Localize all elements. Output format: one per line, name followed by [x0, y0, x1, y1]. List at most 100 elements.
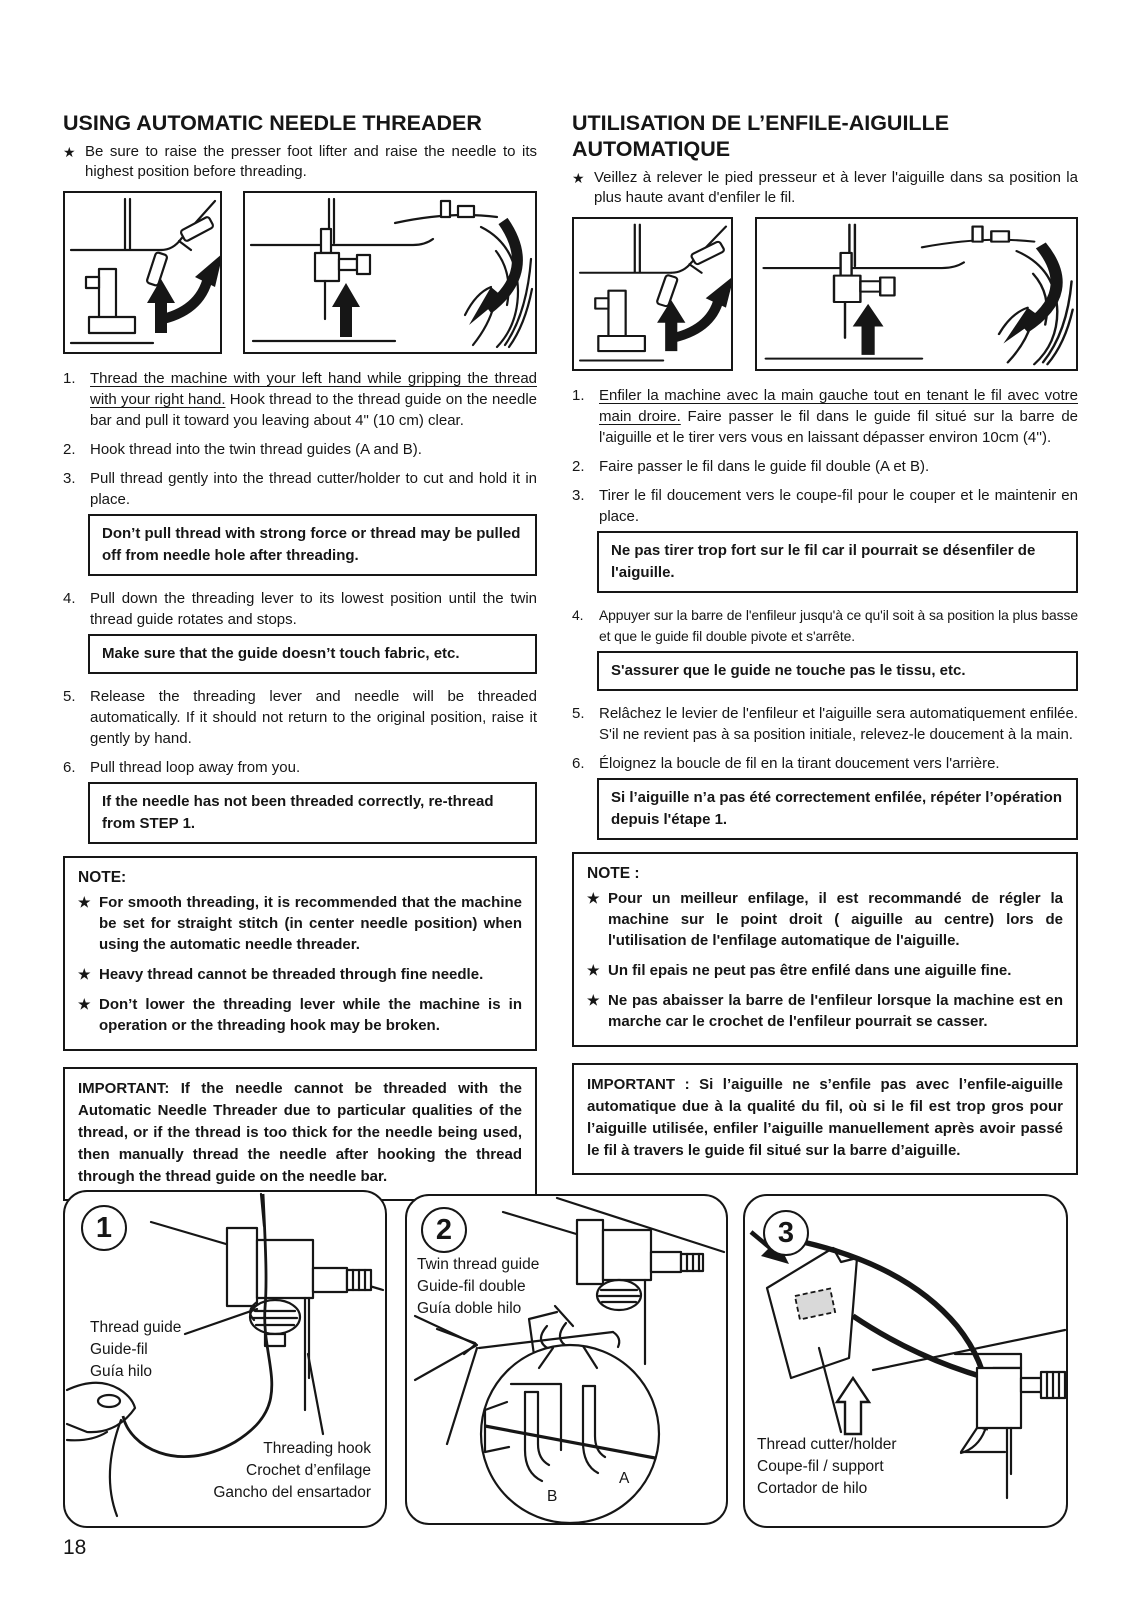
- warning-box-en-3: If the needle has not been threaded corr…: [88, 782, 537, 844]
- label-thread-guide-en: Thread guide: [90, 1319, 182, 1336]
- warning-box-fr-3: Si l’aiguille n’a pas été correctement e…: [597, 778, 1078, 840]
- warning-box-en-1: Don’t pull thread with strong force or t…: [88, 514, 537, 576]
- label-threading-hook-fr: Crochet d’enfilage: [246, 1462, 371, 1479]
- note-heading-en: NOTE:: [78, 869, 127, 886]
- label-twin-thread-guide-fr: Guide-fil double: [417, 1278, 526, 1295]
- label-twin-thread-guide-es: Guía doble hilo: [417, 1300, 522, 1317]
- figure-3-cutter-labels: Thread cutter/holder Coupe-fil / support…: [757, 1434, 897, 1500]
- figure-2-guide-labels: Twin thread guide Guide-fil double Guía …: [417, 1254, 539, 1320]
- step-fr-4: 4. Appuyer sur la barre de l'enfileur ju…: [572, 605, 1078, 647]
- section-title-fr: UTILISATION DE L’ENFILE-AIGUILLE AUTOMAT…: [572, 111, 950, 161]
- note-box-en: NOTE: ★ For smooth threading, it is reco…: [63, 856, 537, 1051]
- step-en-5: 5. Release the threading lever and needl…: [63, 686, 537, 749]
- figure-2-label-b: B: [547, 1488, 558, 1505]
- step-number: 3.: [63, 470, 76, 487]
- figure-1-thread-guide: 1: [63, 1190, 387, 1528]
- step-en-3: 3. Pull thread gently into the thread cu…: [63, 468, 537, 510]
- warning-box-en-2: Make sure that the guide doesn’t touch f…: [88, 634, 537, 674]
- step-en-1-rest: Hook thread to the thread guide on the n…: [90, 391, 537, 429]
- label-thread-cutter-fr: Coupe-fil / support: [757, 1458, 884, 1475]
- step-fr-2-text: Faire passer le fil dans le guide fil do…: [599, 458, 930, 475]
- star-bullet-icon: ★: [587, 962, 600, 978]
- star-bullet-icon: ★: [63, 144, 76, 160]
- handwheel-turn-illustration: [243, 191, 537, 354]
- section-title-en: USING AUTOMATIC NEEDLE THREADER: [63, 111, 482, 135]
- figure-3-thread-cutter: 3: [743, 1194, 1068, 1528]
- note-heading-fr: NOTE :: [587, 865, 640, 882]
- label-thread-guide-es: Guía hilo: [90, 1363, 153, 1380]
- step-fr-5: 5. Relâchez le levier de l'enfileur et l…: [572, 703, 1078, 745]
- star-bullet-icon: ★: [78, 996, 91, 1012]
- step-en-1-underlined: Thread the machine with your left hand w…: [90, 370, 537, 408]
- step-fr-3: 3. Tirer le fil doucement vers le coupe-…: [572, 485, 1078, 527]
- star-bullet-icon: ★: [587, 992, 600, 1008]
- step-fr-6: 6. Éloignez la boucle de fil en la tiran…: [572, 753, 1078, 774]
- intro-note-en-text: Be sure to raise the presser foot lifter…: [85, 143, 537, 180]
- step-en-6: 6. Pull thread loop away from you.: [63, 757, 537, 778]
- step-number: 3.: [572, 487, 585, 504]
- step-fr-1: 1. Enfiler la machine avec la main gauch…: [572, 385, 1078, 448]
- steps-fr: 1. Enfiler la machine avec la main gauch…: [572, 385, 1078, 840]
- step-number: 6.: [63, 759, 76, 776]
- top-illustrations-en: [63, 191, 537, 354]
- presser-foot-lifter-illustration: [572, 217, 733, 371]
- step-number: 4.: [572, 607, 584, 623]
- figure-1-guide-labels: Thread guide Guide-fil Guía hilo: [90, 1317, 181, 1383]
- figure-2-number: 2: [421, 1207, 467, 1253]
- figure-1-number: 1: [81, 1205, 127, 1251]
- step-en-1: 1. Thread the machine with your left han…: [63, 368, 537, 431]
- step-en-2: 2. Hook thread into the twin thread guid…: [63, 439, 537, 460]
- step-number: 6.: [572, 755, 585, 772]
- top-illustrations-fr: [572, 217, 1078, 371]
- step-fr-5-text: Relâchez le levier de l'enfileur et l'ai…: [599, 705, 1078, 743]
- star-bullet-icon: ★: [78, 894, 91, 910]
- note-item-en-1: ★ For smooth threading, it is recommende…: [78, 894, 522, 953]
- label-thread-cutter-en: Thread cutter/holder: [757, 1436, 897, 1453]
- step-fr-6-text: Éloignez la boucle de fil en la tirant d…: [599, 755, 1000, 772]
- step-number: 2.: [572, 458, 585, 475]
- note-item-en-2: ★ Heavy thread cannot be threaded throug…: [78, 966, 484, 983]
- step-en-6-text: Pull thread loop away from you.: [90, 759, 301, 776]
- english-column: USING AUTOMATIC NEEDLE THREADER ★ Be sur…: [63, 110, 537, 1201]
- step-en-2-text: Hook thread into the twin thread guides …: [90, 441, 422, 458]
- bottom-figures: 1: [63, 1190, 1068, 1535]
- note-box-fr: NOTE : ★ Pour un meilleur enfilage, il e…: [572, 852, 1078, 1047]
- note-item-fr-3: ★ Ne pas abaisser la barre de l'enfileur…: [587, 992, 1063, 1030]
- figure-2-twin-thread-guide: 2: [405, 1194, 728, 1525]
- step-en-3-text: Pull thread gently into the thread cutte…: [90, 470, 537, 508]
- label-threading-hook-es: Gancho del ensartador: [213, 1484, 371, 1501]
- warning-box-fr-2: S'assurer que le guide ne touche pas le …: [597, 651, 1078, 691]
- step-number: 4.: [63, 590, 76, 607]
- label-twin-thread-guide-en: Twin thread guide: [417, 1256, 540, 1273]
- step-number: 5.: [63, 688, 76, 705]
- handwheel-turn-illustration: [755, 217, 1078, 371]
- step-en-4-text: Pull down the threading lever to its low…: [90, 590, 537, 628]
- figure-3-number: 3: [763, 1210, 809, 1256]
- note-item-fr-1: ★ Pour un meilleur enfilage, il est reco…: [587, 890, 1063, 949]
- star-bullet-icon: ★: [78, 966, 91, 982]
- page-number: 18: [63, 1536, 87, 1559]
- important-box-fr: IMPORTANT : Si l’aiguille ne s’enfile pa…: [572, 1063, 1078, 1175]
- step-fr-1-underlined: Enfiler la machine avec la main gauche t…: [599, 387, 1078, 425]
- figure-1-hook-labels: Threading hook Crochet d’enfilage Gancho…: [161, 1438, 371, 1504]
- french-column: UTILISATION DE L’ENFILE-AIGUILLE AUTOMAT…: [572, 110, 1078, 1175]
- presser-foot-lifter-illustration: [63, 191, 222, 354]
- step-number: 1.: [572, 387, 585, 404]
- important-box-en: IMPORTANT: If the needle cannot be threa…: [63, 1067, 537, 1201]
- star-bullet-icon: ★: [572, 170, 585, 186]
- step-fr-1-rest: Faire passer le fil dans le guide fil si…: [599, 408, 1079, 446]
- label-thread-cutter-es: Cortador de hilo: [757, 1480, 868, 1497]
- note-item-en-3: ★ Don’t lower the threading lever while …: [78, 996, 522, 1034]
- star-bullet-icon: ★: [587, 890, 600, 906]
- step-fr-2: 2. Faire passer le fil dans le guide fil…: [572, 456, 1078, 477]
- step-fr-4-text: Appuyer sur la barre de l'enfileur jusqu…: [599, 607, 1078, 644]
- label-threading-hook-en: Threading hook: [263, 1440, 371, 1457]
- step-number: 5.: [572, 705, 585, 722]
- step-fr-3-text: Tirer le fil doucement vers le coupe-fil…: [599, 487, 1078, 525]
- intro-note-en: ★ Be sure to raise the presser foot lift…: [63, 142, 537, 182]
- step-number: 2.: [63, 441, 76, 458]
- intro-note-fr: ★ Veillez à relever le pied presseur et …: [572, 168, 1078, 208]
- label-thread-guide-fr: Guide-fil: [90, 1341, 148, 1358]
- step-en-5-text: Release the threading lever and needle w…: [90, 688, 537, 747]
